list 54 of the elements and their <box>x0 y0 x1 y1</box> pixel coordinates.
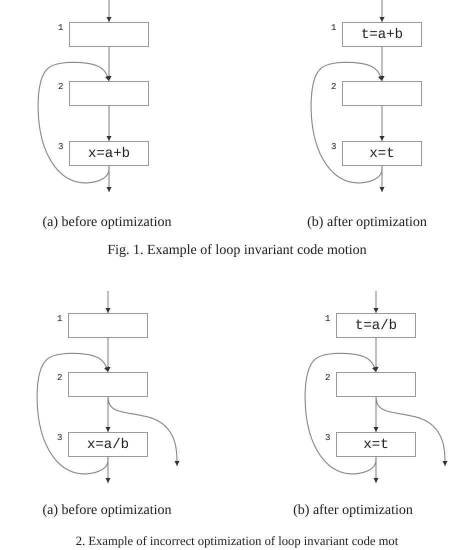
basic-block-box <box>69 141 149 166</box>
block-number: 3 <box>325 433 330 443</box>
arrow <box>106 106 112 141</box>
block-number: 1 <box>331 23 336 33</box>
arrow <box>310 62 383 184</box>
arrow <box>375 396 448 466</box>
code-statement: t=a/b <box>354 318 397 334</box>
arrow <box>106 397 110 432</box>
basic-block-box <box>342 81 422 106</box>
subfigure-caption: (a) before optimization <box>42 503 172 519</box>
block-number: 3 <box>331 142 336 152</box>
block-number: 2 <box>58 82 64 92</box>
arrow <box>106 291 110 313</box>
subfigure-caption: (a) before optimization <box>42 215 172 231</box>
block-number: 3 <box>58 142 64 152</box>
arrow <box>374 338 378 372</box>
code-statement: x=a/b <box>86 436 129 452</box>
basic-block-box <box>342 22 422 47</box>
arrow <box>106 338 110 372</box>
block-number: 1 <box>325 314 330 324</box>
subfigure-caption: (b) after optimization <box>293 503 413 519</box>
arrow <box>38 62 110 184</box>
figure-caption: Fig. 1. Example of loop invariant code motion <box>107 243 367 259</box>
block-number: 2 <box>331 82 336 92</box>
basic-block-box <box>69 81 149 106</box>
code-statement: x=a+b <box>88 146 130 162</box>
arrow <box>380 47 384 81</box>
block-number: 1 <box>58 23 64 33</box>
code-statement: t=a+b <box>360 26 403 42</box>
arrow <box>106 47 112 81</box>
arrow <box>304 352 377 474</box>
basic-block-box <box>342 141 422 166</box>
block-number: 3 <box>57 433 62 443</box>
arrow <box>106 0 112 22</box>
basic-block-box <box>68 432 148 457</box>
code-statement: x=t <box>369 146 395 162</box>
figure-caption: 2. Example of incorrect optimization of loop invariant code mot <box>76 534 398 549</box>
subfigure-caption: (b) after optimization <box>307 215 427 231</box>
arrow <box>107 396 180 466</box>
arrow <box>380 0 384 22</box>
arrow <box>36 352 109 474</box>
block-number: 1 <box>57 314 62 324</box>
block-number: 2 <box>325 373 330 383</box>
basic-block-box <box>68 372 148 397</box>
block-number: 2 <box>57 373 62 383</box>
basic-block-box <box>336 372 416 397</box>
arrow <box>374 291 378 313</box>
code-statement: x=t <box>363 436 389 452</box>
basic-block-box <box>69 22 149 47</box>
basic-block-box <box>68 313 148 338</box>
arrow <box>374 397 378 432</box>
basic-block-box <box>336 432 416 457</box>
arrow <box>380 106 384 141</box>
basic-block-box <box>336 313 416 338</box>
